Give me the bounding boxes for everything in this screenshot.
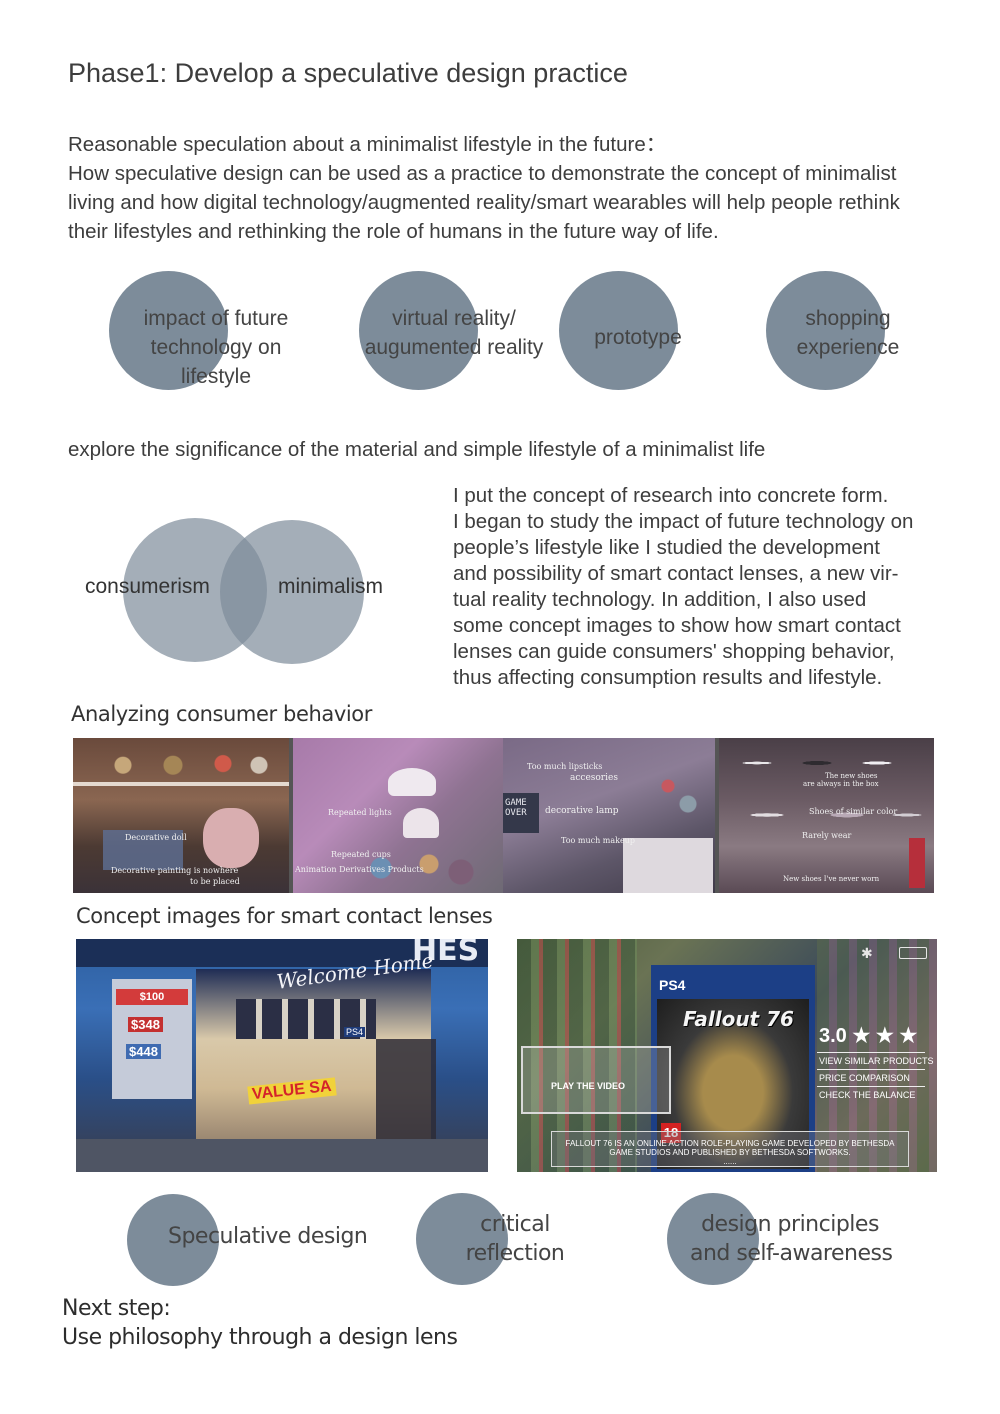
menu-price-comparison[interactable]: PRICE COMPARISON xyxy=(819,1073,910,1083)
next-step-label: Next step: xyxy=(62,1296,171,1321)
topic-label-4: shopping experience xyxy=(796,307,900,359)
battery-icon xyxy=(899,947,927,959)
annotation: Repeated lights xyxy=(328,808,392,817)
research-paragraph: I put the concept of research into concr… xyxy=(453,483,953,691)
photo-shoe-rack: The new shoes are always in the box Shoe… xyxy=(719,738,934,893)
intro-line: their lifestyles and rethinking the role… xyxy=(68,220,719,243)
paragraph-line: thus affecting consumption results and l… xyxy=(453,666,883,689)
topic-circle-2 xyxy=(359,271,478,390)
price-tag: $448 xyxy=(126,1044,161,1059)
annotation: New shoes I've never worn xyxy=(783,875,880,883)
topic-circle-4 xyxy=(766,271,885,390)
price-tag: $348 xyxy=(128,1017,163,1032)
screen-text: GAME xyxy=(505,798,527,808)
menu-view-similar[interactable]: VIEW SIMILAR PRODUCTS xyxy=(819,1056,934,1066)
bottom-circle-2 xyxy=(416,1193,508,1285)
topic-label-1: impact of future technology on lifestyle xyxy=(143,307,289,388)
photo-shelf-dolls: Decorative doll Decorative painting is n… xyxy=(73,738,289,893)
age-rating: 18 xyxy=(661,1123,681,1143)
topic-circle-3 xyxy=(559,271,678,390)
bottom-circle-3 xyxy=(667,1193,759,1285)
paragraph-line: and possibility of smart contact lenses,… xyxy=(453,562,899,585)
ps4-sign: PS4 xyxy=(344,1027,366,1037)
annotation: accesories xyxy=(570,773,618,783)
annotation: Rarely wear xyxy=(802,831,852,840)
play-video-label: PLAY THE VIDEO xyxy=(551,1081,626,1091)
venn-circle-right xyxy=(220,520,364,664)
bottom-circle-1 xyxy=(127,1194,219,1286)
game-description: FALLOUT 76 IS AN ONLINE ACTION ROLE-PLAY… xyxy=(551,1131,909,1167)
topic-label-3: prototype xyxy=(594,326,682,349)
paragraph-line: lenses can guide consumers' shopping beh… xyxy=(453,640,895,663)
menu-check-balance[interactable]: CHECK THE BALANCE xyxy=(819,1090,916,1100)
play-video-button[interactable]: PLAY THE VIDEO xyxy=(521,1046,671,1114)
annotation: Repeated cups xyxy=(331,850,391,859)
analyzing-heading: Analyzing consumer behavior xyxy=(71,702,372,726)
rating-stars: 3.0 ★ ★ ★ xyxy=(819,1025,918,1047)
topic-circle-1 xyxy=(109,271,228,390)
bottom-label-speculative: Speculative design xyxy=(168,1224,368,1249)
screen-text: OVER xyxy=(505,808,527,818)
photo-lamp-desk: Repeated lights Repeated cups Animation … xyxy=(293,738,503,893)
price-tag: $100 xyxy=(116,989,188,1005)
paragraph-line: some concept images to show how smart co… xyxy=(453,614,901,637)
concept-heading: Concept images for smart contact lenses xyxy=(76,904,493,928)
intro-line: How speculative design can be used as a … xyxy=(68,162,897,185)
annotation: to be placed xyxy=(190,877,240,886)
page-title: Phase1: Develop a speculative design pra… xyxy=(68,58,628,88)
explore-text: explore the significance of the material… xyxy=(68,438,766,461)
photo-dresser-makeup: GAME OVER Too much lipsticks accesories … xyxy=(503,738,715,893)
paragraph-line: I put the concept of research into concr… xyxy=(453,484,889,507)
annotation: decorative lamp xyxy=(545,806,619,816)
annotation: Decorative painting is nowhere xyxy=(111,866,239,875)
annotation: Animation Derivatives Products xyxy=(295,865,424,874)
bluetooth-icon: ✱ xyxy=(861,945,873,961)
paragraph-line: tual reality technology. In addition, I … xyxy=(453,588,867,611)
bottom-label-critical: critical reflection xyxy=(465,1212,565,1266)
bottom-label-principles: design principles and self-awareness xyxy=(690,1212,893,1266)
venn-label-minimalism: minimalism xyxy=(278,575,383,598)
intro-text: Reasonable speculation about a minimalis… xyxy=(68,130,948,246)
annotation: are always in the box xyxy=(803,780,879,788)
venn-label-consumerism: consumerism xyxy=(85,575,210,598)
ps4-logo: PS4 xyxy=(659,977,686,993)
next-step-text: Use philosophy through a design lens xyxy=(62,1325,458,1350)
intro-line: living and how digital technology/augmen… xyxy=(68,191,900,214)
photo-strip: Decorative doll Decorative painting is n… xyxy=(73,738,934,893)
game-title: Fallout 76 xyxy=(683,1007,794,1031)
annotation: Decorative doll xyxy=(125,833,187,842)
annotation: The new shoes xyxy=(825,772,878,780)
next-step: Next step: Use philosophy through a desi… xyxy=(62,1294,458,1352)
concept-image-store: HES Welcome Home $100 $348 $448 VALUE SA… xyxy=(76,939,488,1172)
annotation: Too much makeup xyxy=(561,836,636,845)
paragraph-line: people’s lifestyle like I studied the de… xyxy=(453,536,880,559)
paragraph-line: I began to study the impact of future te… xyxy=(453,510,914,533)
annotation: Shoes of similar color xyxy=(809,807,898,816)
concept-image-ar: ✱ PS4 Fallout 76 18 3.0 ★ ★ ★ VIEW SIMIL… xyxy=(517,939,937,1172)
annotation: Too much lipsticks xyxy=(527,762,603,771)
topic-label-2: virtual reality/ augumented reality xyxy=(364,307,544,359)
store-banner: HES xyxy=(412,939,480,968)
intro-line: Reasonable speculation about a minimalis… xyxy=(68,133,667,156)
